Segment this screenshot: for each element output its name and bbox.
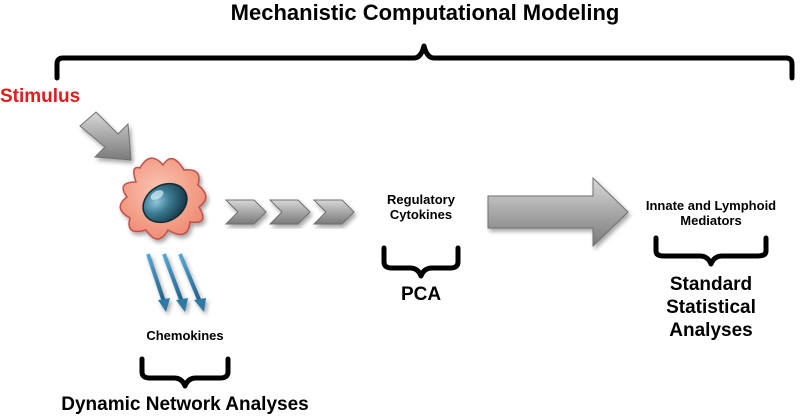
chemokine-arrow-icon bbox=[178, 253, 206, 312]
brace-icon bbox=[381, 245, 461, 279]
big-right-arrow-icon bbox=[487, 176, 629, 248]
standard-statistical-analyses-label: Standard Statistical Analyses bbox=[666, 274, 756, 342]
chemokine-arrows bbox=[146, 253, 206, 312]
chevron-arrow-icon bbox=[312, 199, 355, 225]
chemokines-label: Chemokines bbox=[146, 328, 224, 343]
chevron-arrow-icon bbox=[268, 199, 311, 225]
page-title: Mechanistic Computational Modeling bbox=[230, 0, 620, 25]
top-brace-icon bbox=[54, 43, 795, 81]
regulatory-cytokines-label: Regulatory Cytokines bbox=[387, 192, 455, 222]
stimulus-label: Stimulus bbox=[0, 86, 81, 107]
nucleus-icon bbox=[142, 182, 188, 224]
chemokine-arrow-icon bbox=[146, 253, 170, 312]
pca-label: PCA bbox=[400, 284, 442, 305]
chemokine-arrow-icon bbox=[162, 253, 188, 312]
brace-icon bbox=[653, 235, 769, 267]
innate-lymphoid-label: Innate and Lymphoid Mediators bbox=[645, 198, 777, 228]
chevron-arrows bbox=[224, 199, 355, 225]
stimulus-arrow-icon bbox=[79, 111, 132, 161]
dynamic-network-analyses-label: Dynamic Network Analyses bbox=[61, 394, 309, 415]
chevron-arrow-icon bbox=[224, 199, 267, 225]
brace-icon bbox=[139, 356, 231, 389]
